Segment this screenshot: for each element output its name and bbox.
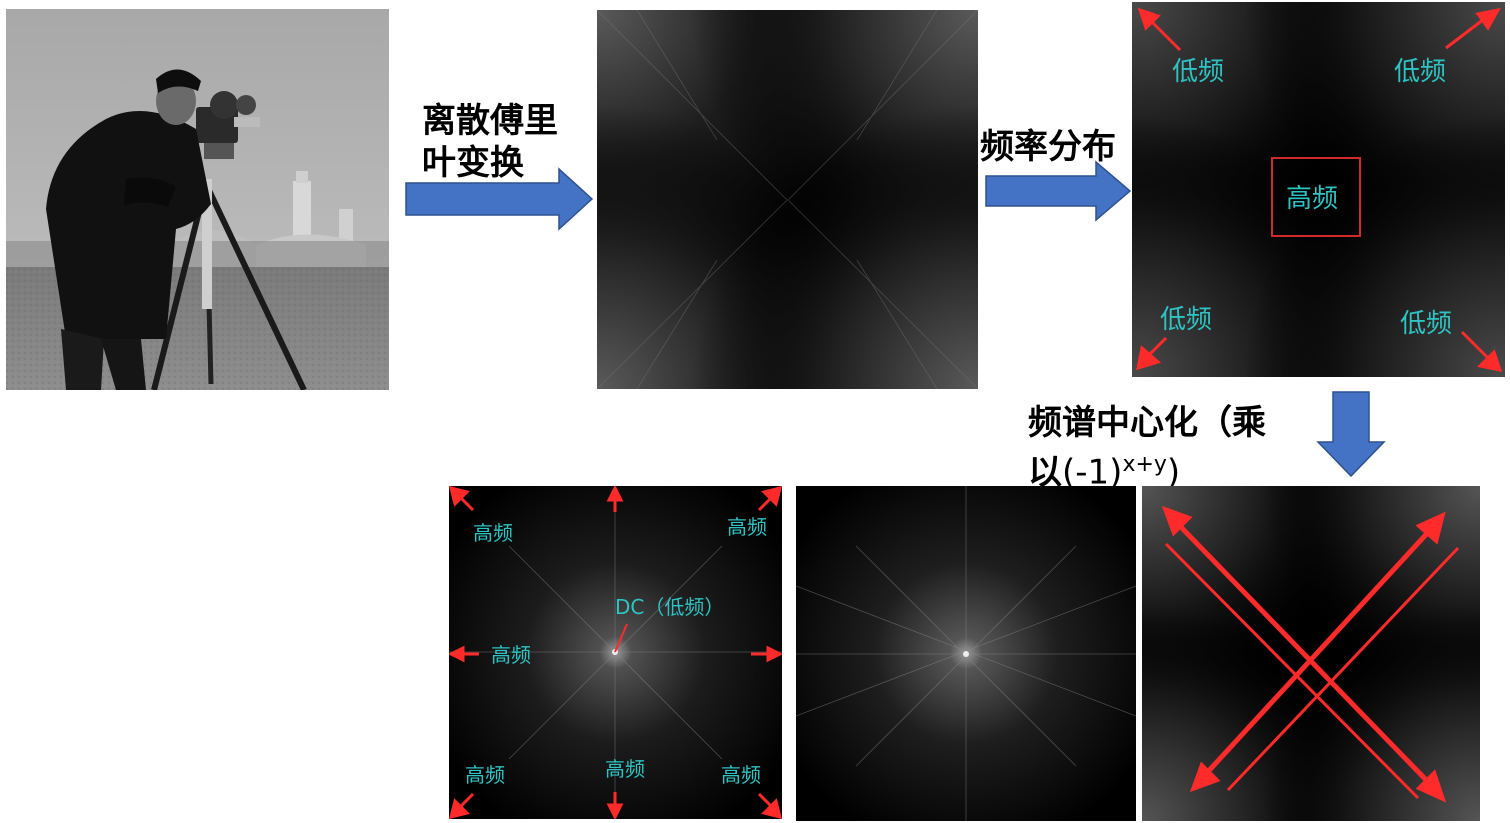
centered-dc-label: DC（低频） <box>615 595 724 619</box>
cameraman-photo-icon <box>6 9 389 390</box>
quadrant-swap-graphic <box>1142 486 1480 821</box>
fourier-spectrum-icon <box>597 10 978 389</box>
centered-annotated-panel: 高频 高频 DC（低频） 高频 高频 高频 高频 <box>449 486 782 819</box>
centered-top-right-label: 高频 <box>727 515 767 539</box>
quadrant-numbered-panel <box>796 486 1136 821</box>
centering-label-suffix: ) <box>1166 452 1181 493</box>
freq-annotated-graphic: 低频 低频 低频 低频 高频 <box>1132 2 1505 377</box>
dft-label: 离散傅里 叶变换 <box>422 100 558 184</box>
freq-corner-br-label: 低频 <box>1400 309 1452 339</box>
freq-corner-tr-label: 低频 <box>1394 57 1446 87</box>
dft-label-line1: 离散傅里 <box>422 101 558 141</box>
centered-top-left-label: 高频 <box>473 521 513 545</box>
original-image <box>6 9 389 390</box>
centering-down-arrow-icon <box>1316 391 1386 478</box>
centering-label-line2: 以(-1)x+y) <box>1028 444 1266 493</box>
dft-arrow-icon <box>405 167 594 231</box>
centering-label-line1: 频谱中心化（乘 <box>1028 403 1266 443</box>
freq-dist-label: 频率分布 <box>980 127 1116 167</box>
freq-annotated-panel: 低频 低频 低频 低频 高频 <box>1132 2 1505 377</box>
centered-bottom-mid-label: 高频 <box>605 757 645 781</box>
quadrant-swap-panel <box>1142 486 1480 821</box>
centering-label: 频谱中心化（乘 以(-1)x+y) <box>1028 402 1266 493</box>
freq-corner-bl-label: 低频 <box>1160 305 1212 335</box>
high-freq-box <box>1271 157 1361 237</box>
freq-center-label: 高频 <box>1286 184 1338 214</box>
centered-mid-left-label: 高频 <box>491 643 531 667</box>
centering-label-prefix: 以 <box>1028 452 1062 493</box>
freq-dist-arrow-icon <box>985 160 1132 222</box>
centered-bottom-left-label: 高频 <box>465 763 505 787</box>
centered-spectrum-graphic <box>796 486 1136 821</box>
centered-bottom-right-label: 高频 <box>721 763 761 787</box>
centering-label-exponent: x+y <box>1122 452 1167 477</box>
centered-annotated-graphic: 高频 高频 DC（低频） 高频 高频 高频 高频 <box>449 486 782 819</box>
fourier-spectrum-panel <box>597 10 978 389</box>
dft-label-line2: 叶变换 <box>422 143 524 183</box>
centering-label-base: (-1) <box>1062 452 1123 493</box>
freq-corner-tl-label: 低频 <box>1172 57 1224 87</box>
